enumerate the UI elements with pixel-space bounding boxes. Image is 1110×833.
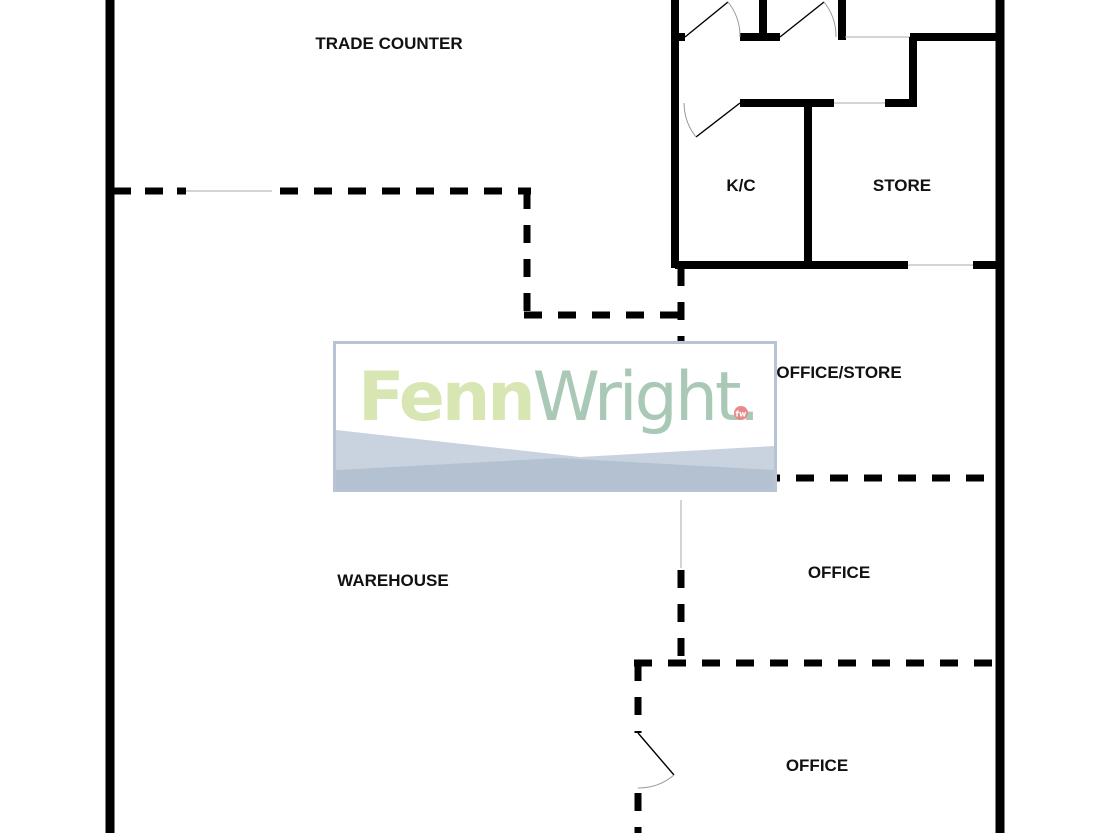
watermark-brand-text: FennWright.	[358, 358, 757, 437]
room-label-office-2: OFFICE	[786, 756, 848, 775]
area-boundaries	[113, 187, 1000, 833]
brand-mark-text: fw	[736, 410, 747, 419]
room-label-office-1: OFFICE	[808, 563, 870, 582]
exterior-walls	[105, 0, 1005, 833]
wc-door-2	[779, 1, 837, 38]
wc-door-1	[684, 1, 741, 38]
room-label-store: STORE	[873, 176, 931, 195]
kc-door	[683, 102, 741, 138]
room-label-kc: K/C	[726, 176, 755, 195]
doors	[637, 1, 837, 789]
room-label-warehouse: WAREHOUSE	[337, 571, 448, 590]
room-labels: TRADE COUNTER K/C STORE OFFICE/STORE WAR…	[315, 34, 931, 775]
fenn-wright-watermark: FennWright. fw	[333, 341, 777, 492]
room-label-trade-counter: TRADE COUNTER	[315, 34, 462, 53]
lower-office-door	[637, 732, 675, 789]
watermark-wave-dark	[336, 458, 774, 489]
interior-walls	[671, 0, 1000, 269]
room-label-office-store: OFFICE/STORE	[776, 363, 901, 382]
brand-mark-icon	[734, 406, 748, 420]
